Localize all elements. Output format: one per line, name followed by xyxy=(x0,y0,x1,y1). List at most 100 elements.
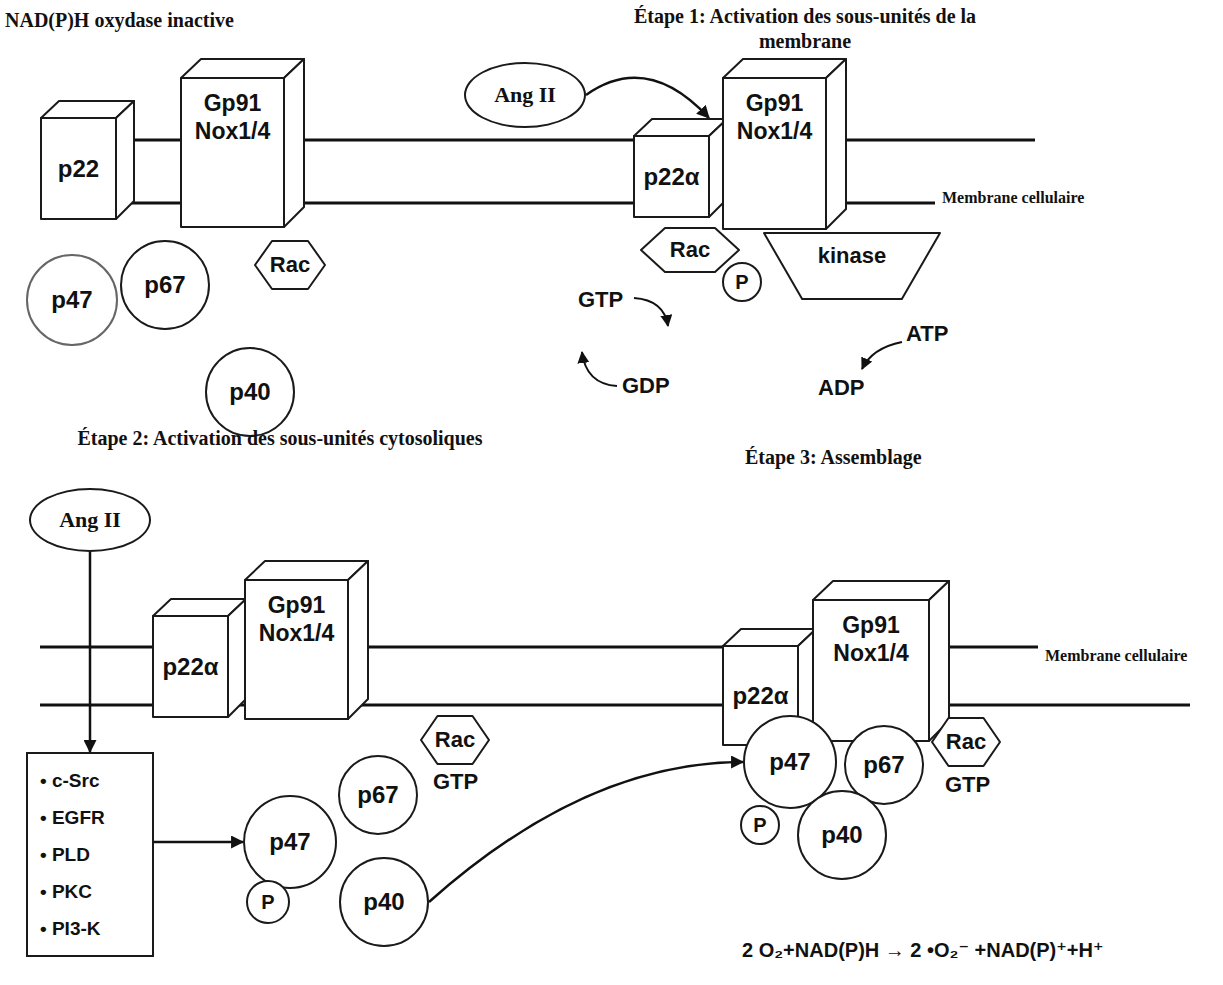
box-front-face xyxy=(634,136,709,217)
hexagon-outline xyxy=(255,241,325,289)
box-side-face xyxy=(284,59,304,227)
node-text-area: Ang II xyxy=(31,490,149,550)
node-label: p22α xyxy=(643,163,699,192)
node-label: p47 xyxy=(51,286,92,315)
cytosolic-subunit-circle: p47 xyxy=(26,254,118,346)
node-label: P xyxy=(735,270,748,294)
box-front-face xyxy=(153,616,228,717)
cytosolic-subunit-circle: p67 xyxy=(338,755,418,835)
node-text-area: Rac xyxy=(640,227,740,273)
membrane-subunit-box: Gp91 Nox1/4 xyxy=(812,580,950,742)
node-label: p47 xyxy=(269,828,310,857)
node-text-area: p67 xyxy=(122,242,208,328)
membrane-subunit-box: Gp91 Nox1/4 xyxy=(180,58,305,228)
node-text-area: p67 xyxy=(846,727,922,803)
box-side-face xyxy=(116,101,134,219)
node-label: P xyxy=(261,890,274,914)
node-label: P xyxy=(753,813,766,837)
pathway-list-box: • c-Src• EGFR• PLD• PKC• PI3-K xyxy=(26,752,154,957)
box-top-face xyxy=(813,581,949,600)
cytosolic-subunit-circle: p40 xyxy=(797,790,887,880)
panel-heading: Étape 3: Assemblage xyxy=(745,445,922,470)
node-label: Ang II xyxy=(494,82,556,108)
node-label: Rac xyxy=(670,237,710,263)
rac-hexagon: Rac xyxy=(420,715,490,765)
node-text-area: Gp91 Nox1/4 xyxy=(180,78,285,228)
panel-heading: NAD(P)H oxydase inactive xyxy=(5,8,234,33)
node-text-area: Gp91 Nox1/4 xyxy=(812,600,930,742)
nucleotide-label: ATP xyxy=(906,320,948,348)
membrane-subunit-box: p22 xyxy=(40,100,135,220)
box-front-face xyxy=(41,118,116,219)
rac-hexagon: Rac xyxy=(640,227,740,273)
cytosolic-subunit-circle: p67 xyxy=(120,240,210,330)
node-text-area: p67 xyxy=(340,757,416,833)
node-text-area: p22α xyxy=(152,616,229,718)
cytosolic-subunit-circle: p40 xyxy=(339,857,429,947)
connector-arrow xyxy=(89,552,92,752)
node-text-area: p47 xyxy=(245,797,335,887)
box-side-face xyxy=(929,581,949,741)
node-text-area: Rac xyxy=(420,715,490,765)
kinase-trapezoid: kinase xyxy=(763,232,941,300)
node-text-area: P xyxy=(724,264,760,300)
hexagon-outline xyxy=(641,228,739,272)
node-label: p67 xyxy=(357,781,398,810)
box-side-face xyxy=(228,599,246,717)
node-text-area: Rac xyxy=(254,240,326,290)
node-text-area: kinase xyxy=(763,232,941,281)
node-label: kinase xyxy=(818,243,887,269)
node-label: Gp91 Nox1/4 xyxy=(818,612,924,667)
node-label: Rac xyxy=(435,727,475,753)
node-label: Gp91 Nox1/4 xyxy=(728,90,821,145)
node-label: Rac xyxy=(270,252,310,278)
stimulus-ellipse: Ang II xyxy=(29,488,151,552)
membrane-subunit-box: Gp91 Nox1/4 xyxy=(722,58,847,230)
node-label: • PKC xyxy=(40,873,92,910)
box-front-face xyxy=(723,78,826,229)
node-label: p22α xyxy=(732,682,788,711)
panel-heading: Étape 1: Activation des sous-unités de l… xyxy=(615,4,995,54)
panel-heading: Étape 2: Activation des sous-unités cyto… xyxy=(60,426,500,451)
node-text-area: p47 xyxy=(28,256,116,344)
box-front-face xyxy=(181,78,284,227)
node-label: • PLD xyxy=(40,836,90,873)
nucleotide-label: GTP xyxy=(433,768,478,796)
cytosolic-subunit-circle: p40 xyxy=(205,347,295,437)
node-label: Gp91 Nox1/4 xyxy=(186,90,279,145)
membrane-subunit-box: p22α xyxy=(152,598,247,718)
node-text-area: • c-Src• EGFR• PLD• PKC• PI3-K xyxy=(28,754,152,955)
connector-arrow xyxy=(429,762,743,902)
nucleotide-label: GTP xyxy=(945,771,990,799)
node-text-area: Ang II xyxy=(466,64,584,126)
cytosolic-subunit-circle: p47 xyxy=(243,795,337,889)
cycle-arrow xyxy=(634,298,668,326)
nucleotide-label: ADP xyxy=(818,374,864,402)
nucleotide-label: GDP xyxy=(622,372,670,400)
rac-hexagon: Rac xyxy=(931,717,1001,767)
nucleotide-label: GTP xyxy=(578,286,623,314)
node-label: p40 xyxy=(821,821,862,850)
node-label: • PI3-K xyxy=(40,910,101,947)
membrane-subunit-box: p22α xyxy=(633,118,728,218)
node-label: p22 xyxy=(58,155,99,184)
hexagon-outline xyxy=(932,718,1000,766)
node-label: • EGFR xyxy=(40,799,105,836)
node-label: Rac xyxy=(946,729,986,755)
stimulus-ellipse: Ang II xyxy=(464,62,586,128)
node-text-area: p40 xyxy=(207,349,293,435)
node-text-area: p40 xyxy=(341,859,427,945)
box-side-face xyxy=(348,561,368,719)
node-text-area: p22 xyxy=(40,118,117,220)
node-text-area: p22α xyxy=(633,136,710,218)
hydrolysis-arrow xyxy=(862,342,902,369)
node-text-area: Gp91 Nox1/4 xyxy=(722,78,827,230)
reaction-equation: 2 O₂+NAD(P)H → 2 •O₂⁻ +NAD(P)⁺+H⁺ xyxy=(742,938,1104,963)
phosphate-circle: P xyxy=(740,805,780,845)
node-text-area: p40 xyxy=(799,792,885,878)
node-label: p47 xyxy=(769,748,810,777)
trapezoid-outline xyxy=(764,233,940,299)
node-text-area: Rac xyxy=(931,717,1001,767)
box-side-face xyxy=(826,59,846,229)
